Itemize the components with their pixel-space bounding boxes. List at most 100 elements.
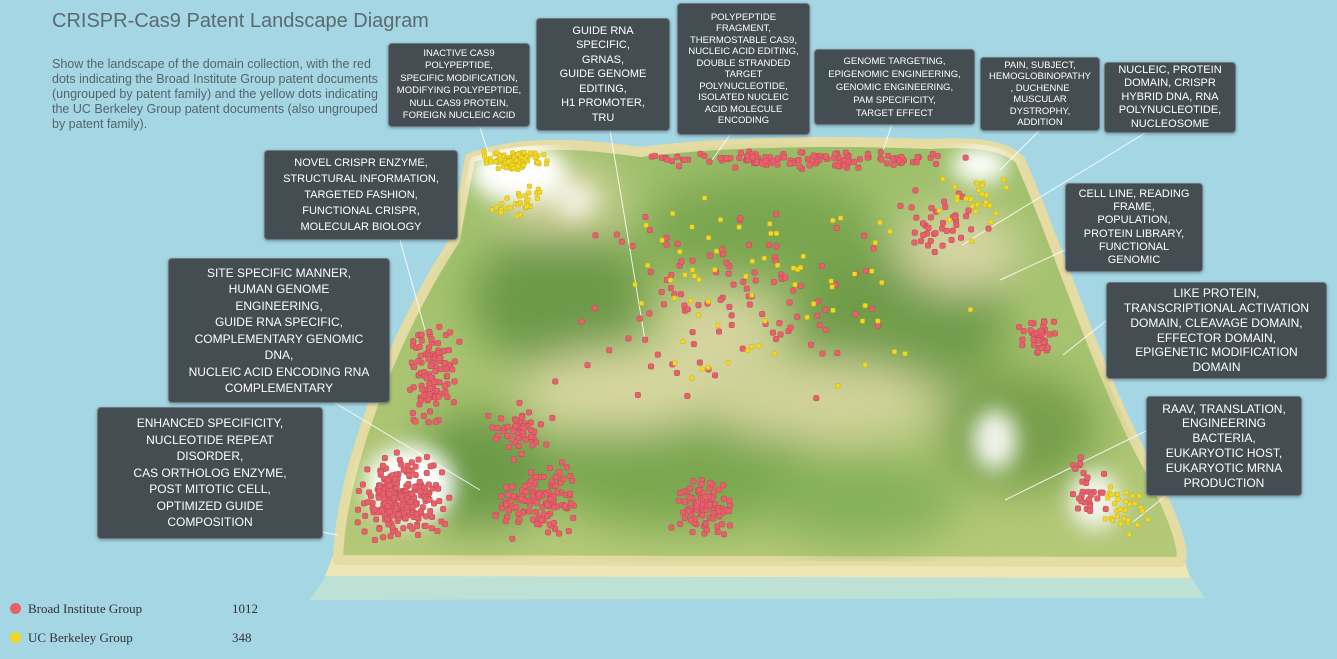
broad-dot: [556, 468, 563, 475]
broad-dot: [884, 160, 891, 167]
berkeley-dot: [745, 348, 751, 354]
broad-dot: [814, 312, 821, 319]
label-line: DOMAIN, CRISPR: [1124, 77, 1216, 90]
label-line: , DUCHENNE: [1010, 82, 1070, 94]
broad-dot: [707, 479, 714, 486]
broad-dot: [520, 425, 527, 432]
label-line: POPULATION,: [1097, 214, 1171, 227]
broad-dot: [552, 378, 559, 385]
berkeley-dot: [689, 375, 695, 381]
broad-dot: [690, 478, 697, 485]
broad-dot: [432, 418, 439, 425]
broad-dot: [795, 157, 802, 164]
broad-dot: [728, 322, 735, 329]
label-line: ENCODING: [717, 115, 770, 126]
berkeley-dot: [688, 297, 694, 303]
broad-dot: [1044, 344, 1051, 351]
broad-dot: [1019, 342, 1026, 349]
broad-dot: [544, 513, 551, 520]
broad-dot: [435, 393, 442, 400]
broad-dot: [518, 450, 525, 457]
berkeley-dot: [481, 153, 487, 159]
broad-dot: [962, 154, 969, 161]
berkeley-dot: [1123, 490, 1129, 496]
label-line: GRNAS,: [581, 53, 625, 66]
broad-dot: [1079, 478, 1086, 485]
berkeley-dot: [1000, 177, 1006, 183]
broad-dot: [717, 155, 724, 162]
broad-dot: [911, 239, 918, 246]
broad-dot: [436, 355, 443, 362]
broad-dot: [934, 152, 941, 159]
broad-dot: [890, 161, 897, 168]
broad-dot: [427, 408, 434, 415]
label-line: FRAGMENT,: [716, 23, 771, 34]
broad-dot: [1080, 470, 1087, 477]
label-line: COMPLEMENTARY GENOMIC: [194, 331, 364, 346]
broad-dot: [699, 512, 706, 519]
broad-dot: [404, 504, 411, 511]
berkeley-dot: [524, 203, 530, 209]
berkeley-dot: [835, 383, 841, 389]
berkeley-dot: [537, 189, 543, 195]
broad-dot: [856, 156, 863, 163]
broad-dot: [375, 494, 382, 501]
broad-dot: [570, 514, 577, 521]
cluster-label-novel-crispr[interactable]: NOVEL CRISPR ENZYME,STRUCTURAL INFORMATI…: [264, 150, 458, 240]
berkeley-dot: [516, 193, 522, 199]
broad-dot: [687, 517, 694, 524]
label-line: TRU: [591, 111, 615, 124]
broad-dot: [509, 535, 516, 542]
broad-dot: [419, 386, 426, 393]
berkeley-dot: [695, 312, 701, 318]
broad-dot: [710, 488, 717, 495]
broad-dot: [400, 466, 407, 473]
broad-dot: [781, 154, 788, 161]
broad-dot: [762, 157, 769, 164]
legend-item-broad[interactable]: Broad Institute Group 1012: [10, 601, 270, 630]
broad-dot: [918, 238, 925, 245]
broad-dot: [376, 525, 383, 532]
berkeley-dot: [987, 203, 993, 209]
label-line: MODIFYING POLYPEPTIDE,: [396, 85, 522, 96]
broad-dot: [509, 436, 516, 443]
broad-dot: [822, 306, 829, 313]
broad-dot: [678, 291, 685, 298]
berkeley-dot: [969, 203, 975, 209]
broad-dot: [753, 159, 760, 166]
broad-dot: [726, 303, 733, 310]
broad-dot: [359, 481, 366, 488]
berkeley-dot: [705, 364, 711, 370]
broad-dot: [606, 347, 613, 354]
broad-dot: [417, 397, 424, 404]
broad-dot: [660, 301, 667, 308]
berkeley-dot: [967, 307, 973, 313]
broad-dot: [563, 464, 570, 471]
broad-dot: [822, 326, 829, 333]
berkeley-dot: [902, 351, 908, 357]
broad-dot: [485, 412, 492, 419]
berkeley-dot: [543, 161, 549, 167]
cluster-label-genome-targeting[interactable]: GENOME TARGETING,EPIGENOMIC ENGINEERING,…: [814, 49, 975, 125]
broad-dot: [411, 363, 418, 370]
broad-dot: [686, 494, 693, 501]
berkeley-dot: [1107, 484, 1113, 490]
broad-dot: [1099, 489, 1106, 496]
broad-dot: [852, 311, 859, 318]
broad-dot: [1094, 495, 1101, 502]
label-line: DYSTROPHY,: [1009, 105, 1071, 117]
cluster-label-pain-subject[interactable]: PAIN, SUBJECT,HEMOGLOBINOPATHY, DUCHENNE…: [980, 57, 1100, 131]
broad-dot: [551, 519, 558, 526]
berkeley-dot: [762, 318, 768, 324]
legend-item-berkeley[interactable]: UC Berkeley Group 348: [10, 630, 270, 659]
